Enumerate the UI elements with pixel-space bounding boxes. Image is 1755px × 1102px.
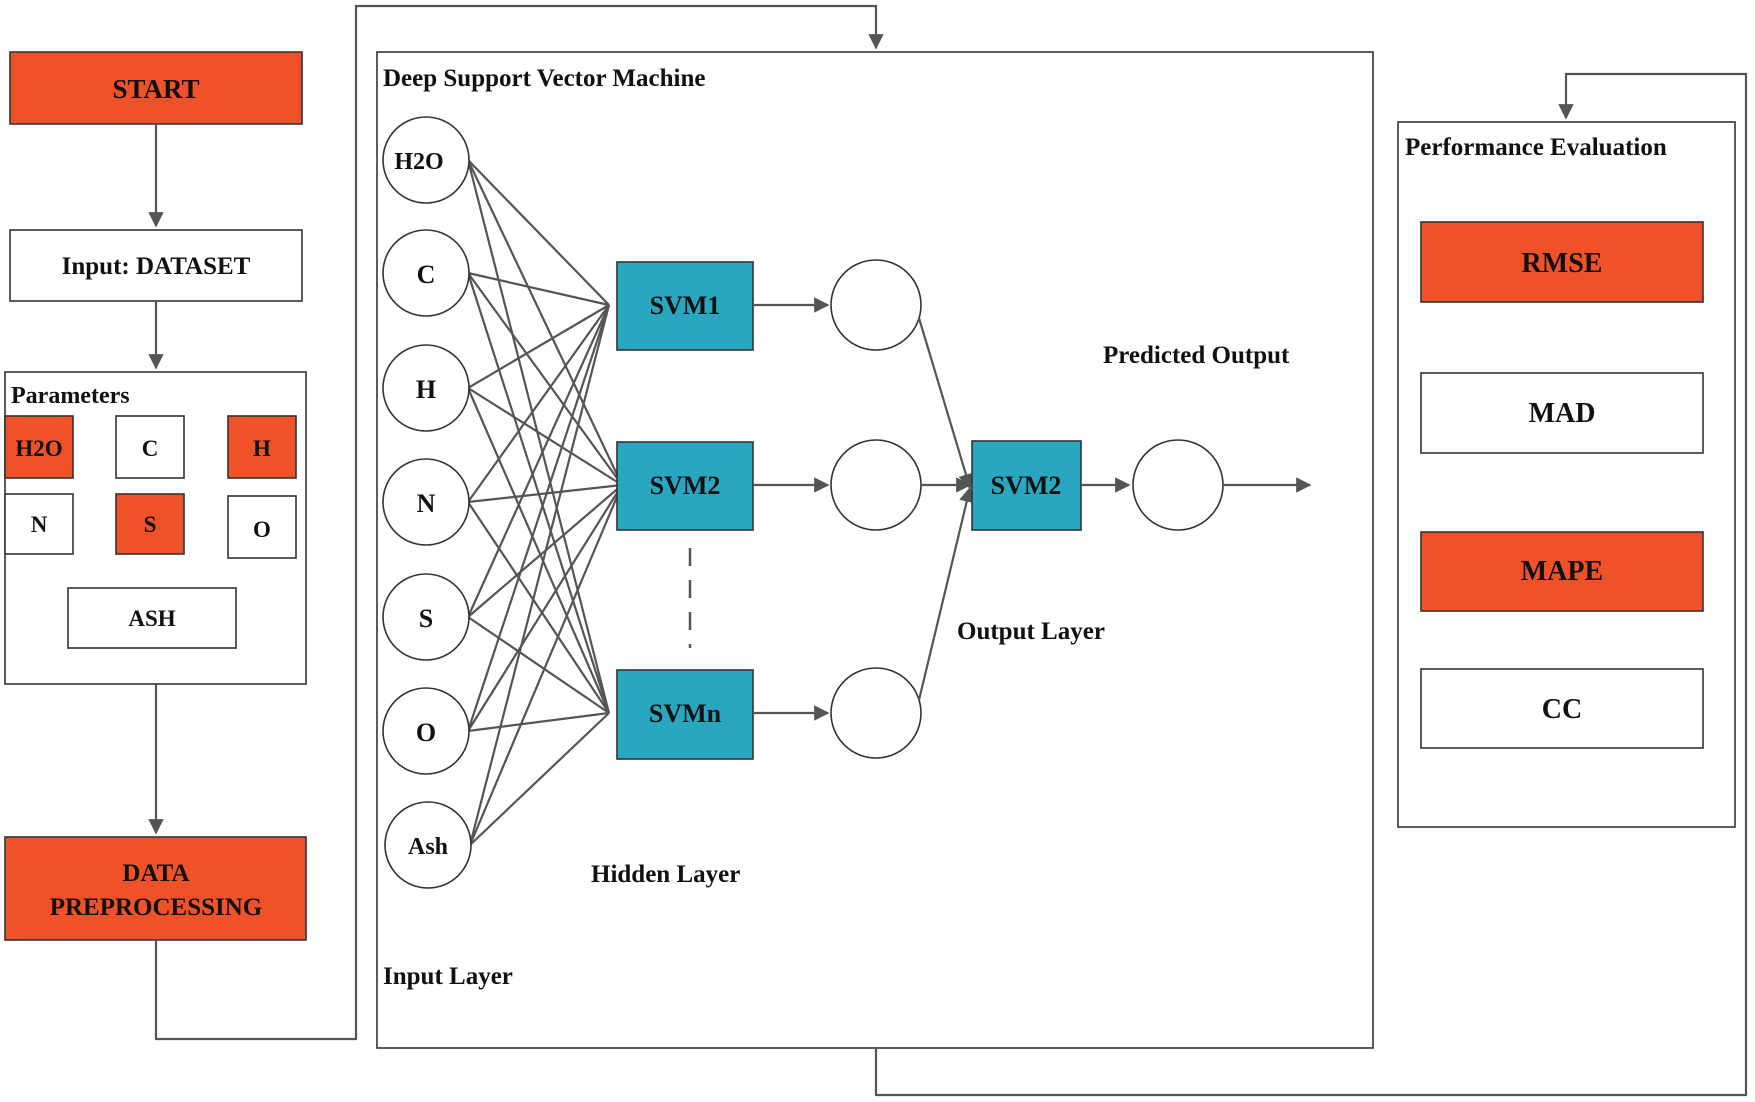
param-label-c: C [142,436,159,461]
arrow-node1-to-output-svm [917,317,974,490]
edge-input-5-to-svm-0 [466,304,611,732]
edge-input-2-to-svm-2 [466,387,611,714]
param-box-h2o [4,415,74,479]
evaluation-panel: Performance Evaluation RMSE MAD MAPE CC [1397,121,1736,828]
edge-input-4-to-svm-0 [466,304,611,618]
param-box-c [115,415,185,479]
edge-input-2-to-svm-0 [467,304,610,389]
input-node-label-h2o: H2O [394,149,443,175]
param-label-s: S [144,512,157,537]
param-box-h [227,415,297,479]
metric-label-rmse: RMSE [1522,248,1603,279]
edge-input-5-to-svm-2 [467,711,610,733]
hidden-svm-label-1: SVM1 [650,291,721,320]
input-dataset-label: Input: DATASET [62,253,251,280]
evaluation-title: Performance Evaluation [1405,134,1667,161]
metric-label-cc: CC [1542,694,1582,725]
hidden-output-node-n [830,667,922,759]
metric-box-cc [1420,668,1704,749]
input-node-label-c: C [417,260,436,289]
hidden-output-node-2 [830,439,922,531]
hidden-svm-label-2: SVM2 [650,471,721,500]
param-label-ash: ASH [128,606,175,631]
hidden-output-node-1 [830,259,922,351]
input-node-s [382,573,470,661]
edge-input-4-to-svm-2 [467,616,610,714]
input-node-c [382,229,470,317]
param-box-o [227,495,297,559]
input-nodes: H2O C H N S O Ash [382,116,472,889]
dsvm-frame [376,51,1374,1049]
input-node-label-ash: Ash [408,834,448,860]
metric-box-rmse [1420,221,1704,303]
connector-dsvm-to-evaluation [874,72,1748,1097]
input-hidden-connections [466,159,624,846]
metric-box-mape [1420,531,1704,612]
preprocessing-label-line1: DATA [122,860,189,887]
edge-input-5-to-svm-1 [467,484,623,732]
edge-input-2-to-svm-1 [467,387,623,486]
edge-input-0-to-svm-1 [467,159,623,486]
final-output-node [1132,439,1224,531]
input-node-ash [384,801,472,889]
edge-input-3-to-svm-2 [467,501,610,714]
input-node-label-h: H [416,375,436,404]
input-node-n [382,458,470,546]
metric-label-mad: MAD [1529,398,1596,429]
preprocessing-label-line2: PREPROCESSING [50,894,263,921]
edge-input-1-to-svm-2 [466,272,611,714]
hidden-svm-box-2 [616,441,754,531]
connector-preprocessing-to-dsvm [154,4,884,1041]
input-node-label-o: O [416,718,436,747]
output-svm-label: SVM2 [991,471,1062,500]
param-label-n: N [31,512,48,537]
param-label-o: O [253,517,271,542]
metric-box-mad [1420,372,1704,454]
arrow-noden-to-output-svm [917,486,975,701]
hidden-svm-box-n [616,669,754,760]
param-label-h: H [253,436,271,461]
edge-input-0-to-svm-0 [467,159,610,306]
preprocessing-box [4,836,307,941]
edge-input-6-to-svm-0 [468,304,611,846]
input-node-h [382,344,470,432]
edge-input-0-to-svm-2 [466,159,611,714]
hidden-layer-label: Hidden Layer [591,861,740,888]
start-label: START [112,74,199,104]
predicted-output-label: Predicted Output [1103,342,1290,369]
edge-input-6-to-svm-2 [469,712,610,846]
param-box-n [4,493,74,555]
start-box [9,51,303,125]
param-label-h2o: H2O [15,436,62,461]
hidden-svm-box-1 [616,261,754,351]
left-flow: START Input: DATASET Parameters H2O C H … [4,4,884,1041]
input-node-label-n: N [417,489,436,518]
dsvm-panel: Deep Support Vector Machine H2O C H N S … [376,51,1748,1097]
hidden-svm-label-n: SVMn [649,699,722,728]
parameters-title: Parameters [11,383,130,409]
edge-input-6-to-svm-1 [468,484,624,846]
edge-input-1-to-svm-0 [467,271,610,307]
edge-input-1-to-svm-1 [467,272,623,486]
edge-input-3-to-svm-0 [467,304,610,503]
input-node-h2o [382,116,470,204]
input-layer-label: Input Layer [383,963,513,990]
dsvm-title: Deep Support Vector Machine [383,65,705,92]
edge-input-3-to-svm-1 [467,483,623,504]
output-layer-label: Output Layer [957,618,1105,645]
input-node-o [382,687,470,775]
param-box-ash [67,587,237,649]
metric-label-mape: MAPE [1521,556,1603,587]
param-box-s [115,493,185,555]
input-node-label-s: S [419,604,433,633]
